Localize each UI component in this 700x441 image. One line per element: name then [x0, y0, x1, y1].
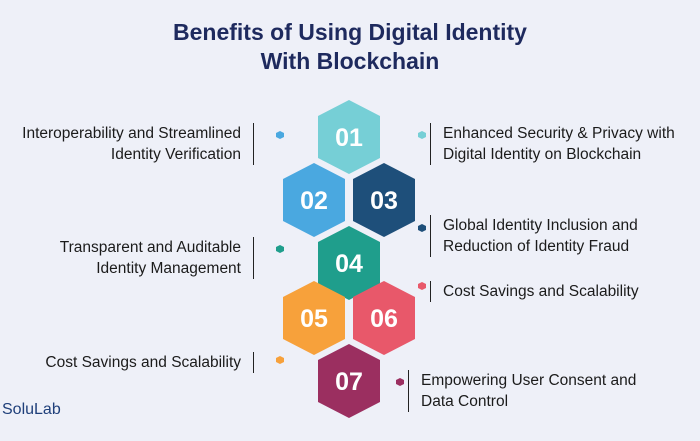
benefit-interoperability: Interoperability and Streamlined Identit…	[22, 123, 254, 165]
hexagon-04: 04	[318, 226, 380, 300]
hexagon-bullet-icon	[396, 378, 404, 386]
benefit-interoperability-line-1: Interoperability and Streamlined	[22, 125, 241, 142]
benefit-global-inclusion: Global Identity Inclusion and Reduction …	[430, 215, 638, 257]
title-line-1: Benefits of Using Digital Identity	[173, 19, 527, 45]
benefit-enhanced-security-line-1: Enhanced Security & Privacy with	[443, 125, 675, 142]
benefit-interoperability-line-2: Identity Verification	[110, 146, 241, 163]
benefit-cost-savings-right-line-1: Cost Savings and Scalability	[443, 283, 639, 300]
benefit-cost-savings-left-line-1: Cost Savings and Scalability	[45, 354, 241, 371]
hexagon-07: 07	[318, 344, 380, 418]
hexagon-05-label: 05	[300, 305, 328, 333]
brand-logo: SoluLab	[2, 401, 61, 418]
hexagon-03-label: 03	[370, 187, 398, 215]
benefit-user-consent-line-1: Empowering User Consent and	[421, 372, 637, 389]
title-line-2: With Blockchain	[260, 48, 440, 74]
hexagon-04-label: 04	[335, 250, 363, 278]
hexagon-bullet-icon	[276, 131, 284, 139]
benefit-transparent: Transparent and Auditable Identity Manag…	[60, 237, 254, 279]
hexagon-05: 05	[283, 281, 345, 355]
hexagon-02: 02	[283, 163, 345, 237]
benefit-cost-savings-left: Cost Savings and Scalability	[45, 352, 254, 373]
benefit-global-inclusion-line-2: Reduction of Identity Fraud	[443, 238, 630, 255]
hexagon-01: 01	[318, 100, 380, 174]
hexagon-06: 06	[353, 281, 415, 355]
hexagon-bullet-icon	[276, 245, 284, 253]
hexagon-07-label: 07	[335, 368, 363, 396]
hexagon-bullet-icon	[418, 131, 426, 139]
benefit-global-inclusion-line-1: Global Identity Inclusion and	[443, 217, 638, 234]
hexagon-01-label: 01	[335, 124, 363, 152]
hexagon-02-label: 02	[300, 187, 328, 215]
benefit-transparent-line-1: Transparent and Auditable	[59, 239, 241, 256]
benefit-enhanced-security: Enhanced Security & Privacy with Digital…	[430, 123, 675, 165]
hexagon-bullet-icon	[276, 356, 284, 364]
benefit-enhanced-security-line-2: Digital Identity on Blockchain	[443, 146, 642, 163]
hexagon-06-label: 06	[370, 305, 398, 333]
benefit-user-consent: Empowering User Consent and Data Control	[408, 370, 636, 412]
hexagon-bullet-icon	[418, 282, 426, 290]
benefit-transparent-line-2: Identity Management	[96, 260, 241, 277]
hexagon-03: 03	[353, 163, 415, 237]
benefit-cost-savings-right: Cost Savings and Scalability	[430, 281, 639, 302]
page-title: Benefits of Using Digital Identity With …	[0, 18, 700, 76]
hexagon-bullet-icon	[418, 224, 426, 232]
benefit-user-consent-line-2: Data Control	[421, 393, 509, 410]
